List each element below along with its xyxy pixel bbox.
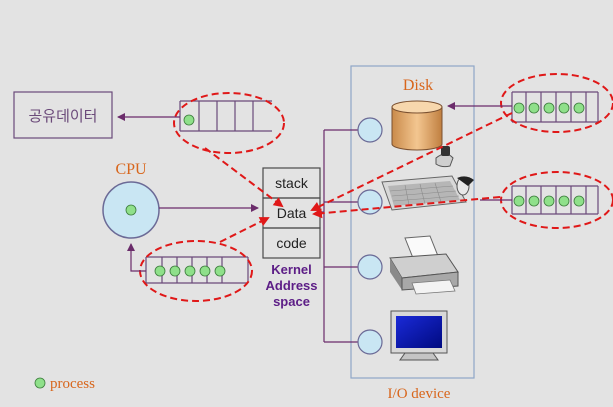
process-dot [184,265,196,277]
shared-data-queue [179,100,272,132]
process-dot [573,195,585,207]
monitor-icon [390,310,448,361]
disk-queue [511,91,599,123]
process-dot [528,195,540,207]
printer-icon [389,235,459,295]
process-dot [513,195,525,207]
cpu-queue-to-kernel-dashed-arrow [219,217,270,243]
kernel-code-label: code [276,235,307,251]
shared-data-box [13,91,113,139]
legend: process [34,376,95,392]
keyboard-controller [357,189,383,215]
process-dot [543,195,555,207]
kernel-caption-line2: Address [265,278,317,293]
cpu-label: CPU [115,161,147,178]
queue-to-cpu-arrow [127,243,146,272]
process-dot [169,265,181,277]
legend-process-label: process [50,376,95,392]
process-dot [199,265,211,277]
disk-icon [391,100,443,151]
disk-queue-to-kernel-dashed-arrow [310,112,513,212]
process-dot [513,102,525,114]
io-device-region [350,65,475,379]
process-dot [573,102,585,114]
process-dot [154,265,166,277]
cpu-ready-queue [145,256,249,284]
disk-queue-dashed-ellipse [500,73,613,133]
process-dot [528,102,540,114]
process-dot [543,102,555,114]
process-dot [183,114,195,126]
keyboard-queue-to-kernel-dashed-arrow [312,196,501,219]
shared-data-to-kernel-dashed-arrow [204,147,284,208]
keyboard-queue [511,185,599,215]
kernel-caption-line3: space [273,294,310,309]
cpu-process-dot [125,204,137,216]
process-dot [214,265,226,277]
kernel-address-space: stack Data code Kernel Address space [262,167,321,309]
kernel-code-box [262,227,321,259]
disk-label: Disk [403,77,433,94]
shared-queue-dashed-ellipse [173,92,285,154]
kernel-caption-line1: Kernel [271,262,311,277]
legend-process-dot [34,377,46,389]
disk-controller [357,117,383,143]
kernel-data-label: Data [277,205,307,221]
io-bus [320,129,358,343]
process-dot [558,195,570,207]
process-dot [558,102,570,114]
io-device-caption: I/O device [388,386,451,402]
monitor-controller [357,329,383,355]
shared-data-label: 공유데이터 [28,108,97,125]
kernel-stack-label: stack [275,175,309,191]
printer-controller [357,254,383,280]
